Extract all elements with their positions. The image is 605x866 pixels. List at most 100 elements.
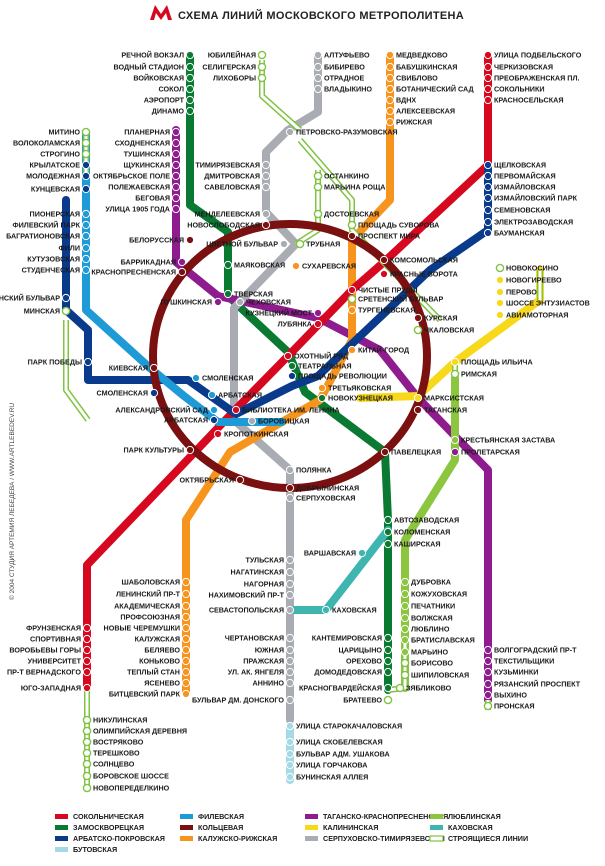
station-marker[interactable] [495,298,505,308]
station-label[interactable]: ПАРК ПОБЕДЫ [28,358,82,367]
station-marker[interactable] [347,294,357,304]
station-label[interactable]: РИЖСКАЯ [396,118,432,127]
station-marker[interactable] [400,670,410,680]
station-label[interactable]: АЛЕКСАНДРОВСКИЙ САД [115,406,208,415]
station-label[interactable]: ТИМИРЯЗЕВСКАЯ [195,161,260,170]
station-marker[interactable] [181,601,191,611]
station-label[interactable]: АЛТУФЬЕВО [324,51,370,60]
station-marker[interactable] [285,645,295,655]
station-label[interactable]: ПРОНСКАЯ [494,702,535,711]
station-marker[interactable] [279,239,289,249]
station-marker[interactable] [400,635,410,645]
station-label[interactable]: ПЕРВОМАЙСКАЯ [494,172,556,181]
station-marker[interactable] [82,645,92,655]
station-label[interactable]: КАНТЕМИРОВСКАЯ [312,634,382,643]
station-marker[interactable] [287,371,297,381]
station-label[interactable]: РИМСКАЯ [461,370,497,379]
station-label[interactable]: СВИБЛОВО [396,74,438,83]
station-marker[interactable] [495,263,505,273]
station-label[interactable]: УЛИЦА СТАРОКАЧАЛОВСКАЯ [296,722,402,731]
station-marker[interactable] [291,261,301,271]
station-label[interactable]: ПЛОЩАДЬ СУВОРОВА [358,221,439,230]
station-label[interactable]: СЛАВЯНСКИЙ БУЛЬВАР [0,294,60,303]
station-label[interactable]: ПОЛЯНКА [296,466,332,475]
station-marker[interactable] [321,605,331,615]
station-marker[interactable] [285,579,295,589]
station-marker[interactable] [483,656,493,666]
station-marker[interactable] [207,390,217,400]
station-label[interactable]: ИЗМАЙЛОВСКИЙ ПАРК [494,194,578,203]
station-label[interactable]: ДОБРЫНИНСКАЯ [296,484,359,493]
station-label[interactable]: ЛИХОБОРЫ [213,74,256,83]
station-label[interactable]: МЕНДЕЛЕЕВСКАЯ [195,210,260,219]
station-marker[interactable] [295,239,305,249]
station-marker[interactable] [83,357,93,367]
station-label[interactable]: ЛУБЯНКА [278,320,312,329]
station-label[interactable]: РЕЧНОЙ ВОКЗАЛ [121,51,184,60]
station-marker[interactable] [81,231,91,241]
station-label[interactable]: УЛ. АК. ЯНГЕЛЯ [228,668,284,677]
station-label[interactable]: ТЕРЕШКОВО [93,749,140,758]
station-marker[interactable] [385,84,395,94]
station-label[interactable]: УЛИЦА СКОБЕЛЕВСКАЯ [296,738,383,747]
station-label[interactable]: ПОЛЕЖАЕВСКАЯ [108,183,170,192]
station-marker[interactable] [285,555,295,565]
station-label[interactable]: НАГОРНАЯ [244,580,284,589]
station-marker[interactable] [400,658,410,668]
station-label[interactable]: САВЕЛОВСКАЯ [204,183,260,192]
station-label[interactable]: БОРИСОВО [411,659,453,668]
station-label[interactable]: КУТУЗОВСКАЯ [27,255,80,264]
station-marker[interactable] [483,193,493,203]
station-label[interactable]: ОРЕХОВО [346,657,382,666]
station-label[interactable]: КОМСОМОЛЬСКАЯ [390,256,458,265]
station-label[interactable]: БИТЦЕВСКИЙ ПАРК [109,690,181,699]
station-marker[interactable] [483,62,493,72]
station-label[interactable]: СОКОЛ [159,85,184,94]
station-label[interactable]: БИБИРЕВО [324,63,365,72]
station-marker[interactable] [313,182,323,192]
station-marker[interactable] [483,84,493,94]
station-label[interactable]: БИБЛИОТЕКА ИМ. ЛЕНИНА [242,406,340,415]
station-marker[interactable] [81,265,91,275]
station-marker[interactable] [383,645,393,655]
station-label[interactable]: ФИЛИ [58,244,80,253]
station-marker[interactable] [483,73,493,83]
station-marker[interactable] [81,149,91,159]
station-marker[interactable] [495,310,505,320]
station-label[interactable]: АЭРОПОРТ [144,96,185,105]
station-marker[interactable] [400,613,410,623]
station-marker[interactable] [313,84,323,94]
station-marker[interactable] [285,695,295,705]
station-marker[interactable] [483,95,493,105]
station-label[interactable]: КРАСНЫЕ ВОРОТА [390,270,458,279]
station-label[interactable]: МАРЬИНА РОЩА [324,183,386,192]
station-marker[interactable] [285,483,295,493]
station-marker[interactable] [285,656,295,666]
station-label[interactable]: ИЗМАЙЛОВСКАЯ [494,183,556,192]
station-label[interactable]: БОРОВИЦКАЯ [258,417,309,426]
station-label[interactable]: КАЛУЖСКАЯ [135,635,180,644]
station-marker[interactable] [181,656,191,666]
station-label[interactable]: ТРЕТЬЯКОВСКАЯ [328,384,391,393]
station-marker[interactable] [191,373,201,383]
station-marker[interactable] [483,679,493,689]
station-label[interactable]: НИКУЛИНСКАЯ [93,716,147,725]
station-marker[interactable] [347,231,357,241]
station-label[interactable]: СМОЛЕНСКАЯ [97,389,148,398]
station-label[interactable]: ШИПИЛОВСКАЯ [411,671,469,680]
station-marker[interactable] [413,313,423,323]
station-label[interactable]: ВОЙКОВСКАЯ [133,74,184,83]
station-label[interactable]: КРЫЛАТСКОЕ [30,161,81,170]
station-label[interactable]: ЧИСТЫЕ ПРУДЫ [358,286,418,295]
station-marker[interactable] [82,634,92,644]
station-marker[interactable] [209,415,219,425]
station-label[interactable]: МАЯКОВСКАЯ [234,261,285,270]
station-marker[interactable] [181,634,191,644]
station-marker[interactable] [379,269,389,279]
station-label[interactable]: НОВОПЕРЕДЕЛКИНО [93,784,170,793]
station-marker[interactable] [383,656,393,666]
station-marker[interactable] [185,445,195,455]
station-marker[interactable] [400,601,410,611]
station-marker[interactable] [285,633,295,643]
station-marker[interactable] [181,612,191,622]
